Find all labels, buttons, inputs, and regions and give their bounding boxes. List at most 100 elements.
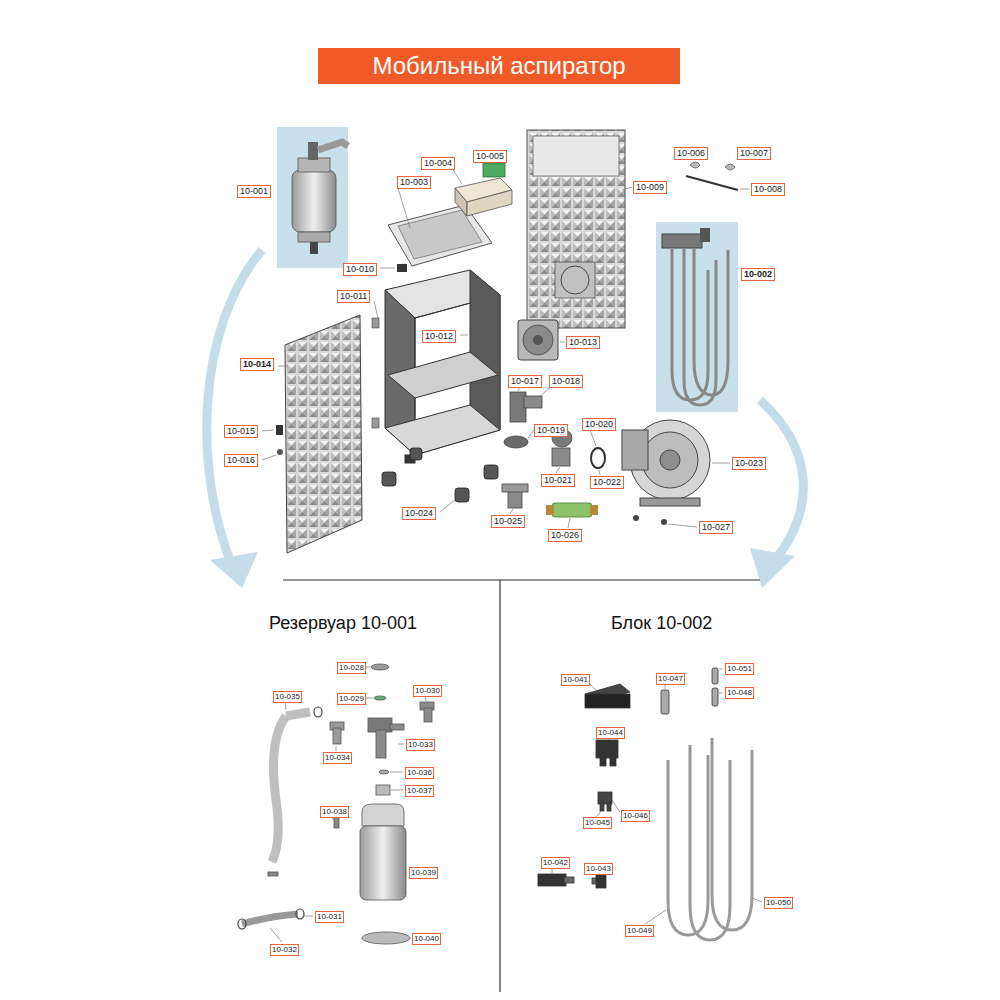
latch <box>397 264 407 272</box>
leader-line <box>285 702 286 710</box>
leader-line <box>612 800 620 812</box>
back-panel-top <box>533 136 619 176</box>
callout-number: 10-021 <box>541 474 575 487</box>
leader-line <box>599 470 600 475</box>
leader-line <box>568 518 570 528</box>
leader-line <box>740 189 749 190</box>
leader-line <box>302 916 313 917</box>
reservoir-parts <box>238 664 434 944</box>
callout-number: 10-050 <box>764 897 793 909</box>
callout-number: 10-030 <box>413 685 442 697</box>
leader-line <box>590 684 596 690</box>
callout-number: 10-003 <box>397 176 431 189</box>
leader-line <box>406 872 407 873</box>
leader-line <box>262 455 276 460</box>
flow-arrow <box>207 250 262 560</box>
callout-number: 10-020 <box>582 418 616 431</box>
tube-block-figure <box>662 228 728 405</box>
callout-number: 10-023 <box>732 457 766 470</box>
callout-number: 10-029 <box>337 693 366 705</box>
leader-line <box>622 187 632 190</box>
highlight-panel <box>277 127 348 268</box>
leader-line <box>719 669 723 670</box>
callout-number: 10-042 <box>541 857 570 869</box>
callout-number: 10-001 <box>237 185 271 198</box>
front-door <box>285 315 362 553</box>
callout-number: 10-049 <box>625 925 654 937</box>
leader-line <box>410 938 411 939</box>
leader-line <box>712 463 730 464</box>
blower <box>622 420 710 506</box>
callout-number: 10-004 <box>421 157 455 170</box>
filter <box>552 503 592 517</box>
callout-number: 10-043 <box>584 863 613 875</box>
callout-number: 10-024 <box>402 507 436 520</box>
flow-arrow <box>760 400 803 560</box>
callout-number: 10-019 <box>534 424 568 437</box>
leader-line <box>398 188 410 228</box>
cover-plate-inset <box>398 210 482 259</box>
leader-line <box>380 268 395 269</box>
leader-line <box>460 335 468 336</box>
callout-number: 10-036 <box>405 767 434 779</box>
leader-line <box>590 430 596 446</box>
fan <box>518 320 558 360</box>
leader-line <box>390 772 403 773</box>
leader-line <box>752 898 762 902</box>
leader-line <box>510 509 513 514</box>
highlight-panel <box>656 222 738 412</box>
callout-number: 10-007 <box>737 147 771 160</box>
lock <box>276 425 283 435</box>
callout-number: 10-046 <box>621 810 650 822</box>
back-panel <box>527 130 625 328</box>
leader-line <box>645 910 666 924</box>
callout-number: 10-005 <box>473 150 507 163</box>
callout-number: 10-047 <box>656 673 685 685</box>
casters <box>382 448 498 502</box>
cabinet-frame <box>385 270 500 463</box>
callout-number: 10-051 <box>725 663 754 675</box>
callout-number: 10-044 <box>596 727 625 739</box>
leader-line <box>398 744 404 745</box>
leader-line <box>668 524 697 527</box>
rod <box>686 176 738 190</box>
leader-line <box>560 342 565 343</box>
arrow-head <box>750 548 795 588</box>
callout-number: 10-032 <box>270 944 299 956</box>
callout-number: 10-022 <box>590 476 624 489</box>
circuit-board <box>483 163 505 177</box>
u-tubes <box>668 738 752 940</box>
electronics-box-front <box>467 190 512 216</box>
callout-number: 10-039 <box>409 867 438 879</box>
callout-number: 10-048 <box>725 687 754 699</box>
callout-number: 10-034 <box>323 752 352 764</box>
callout-number: 10-014 <box>240 358 274 371</box>
callout-number: 10-037 <box>405 785 434 797</box>
callout-number: 10-031 <box>315 911 344 923</box>
fan-grill <box>555 262 595 298</box>
callout-number: 10-028 <box>337 662 366 674</box>
leader-line <box>336 746 337 751</box>
callout-number: 10-008 <box>751 183 785 196</box>
leader-line <box>556 467 560 473</box>
divider-line <box>499 580 500 992</box>
callout-number: 10-035 <box>273 691 302 703</box>
callout-number: 10-041 <box>561 674 590 686</box>
callout-number: 10-013 <box>566 336 600 349</box>
electronics-box-side <box>455 188 467 216</box>
tank-figure <box>292 142 348 254</box>
leader-line <box>262 430 274 431</box>
callout-number: 10-027 <box>699 521 733 534</box>
callout-number: 10-038 <box>320 806 349 818</box>
callout-number: 10-011 <box>337 290 370 303</box>
callout-number: 10-018 <box>549 375 583 388</box>
callout-number: 10-010 <box>343 263 377 276</box>
leader-line <box>278 366 288 367</box>
divider-line <box>283 579 760 580</box>
callout-number: 10-040 <box>412 933 441 945</box>
arrow-head <box>210 552 258 588</box>
callout-number: 10-033 <box>406 739 435 751</box>
title-banner: Мобильный аспиратор <box>318 48 680 84</box>
callout-number: 10-009 <box>633 181 667 194</box>
leader-line <box>719 693 723 694</box>
